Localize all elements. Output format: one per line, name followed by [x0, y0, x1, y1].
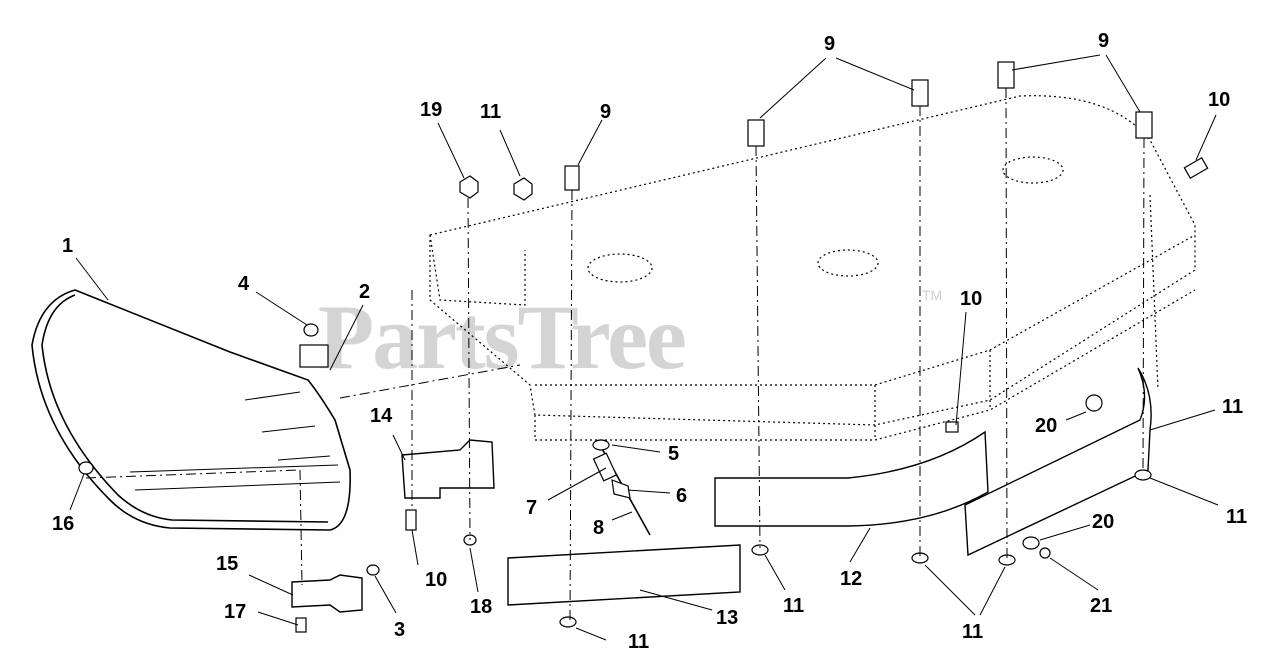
callout-3: 3 — [394, 619, 405, 641]
callout-7: 7 — [526, 497, 537, 519]
bracket-16 — [291, 574, 363, 613]
leader-lines — [69, 54, 1219, 641]
callout-21: 20 — [1092, 511, 1114, 533]
watermark-trademark: TM — [922, 287, 942, 303]
watermark-text: PartsTree — [318, 286, 685, 388]
baffle-14 — [507, 544, 741, 606]
callout-20-b: 20 — [1035, 415, 1057, 437]
callout-13: 12 — [840, 568, 862, 590]
callout-1: 1 — [62, 235, 73, 257]
bushing-5 — [592, 439, 610, 451]
rod-assembly — [592, 439, 651, 536]
callout-9-a: 9 — [600, 101, 611, 123]
callout-11-b: 11 — [783, 595, 804, 617]
assembly-lines — [85, 87, 1145, 621]
callout-9-c: 9 — [1098, 30, 1109, 52]
callout-17: 16 — [52, 513, 74, 535]
callout-10-b: 10 — [960, 288, 982, 310]
callout-5: 5 — [668, 443, 679, 465]
mower-deck — [429, 95, 1196, 441]
callout-9-b: 9 — [824, 33, 835, 55]
watermark: PartsTree TM — [318, 286, 942, 388]
callout-11-e: 11 — [1226, 506, 1247, 528]
spring-6 — [611, 479, 631, 499]
callout-6: 6 — [676, 485, 687, 507]
callout-20-a: 19 — [420, 99, 442, 121]
hinge-bracket — [299, 344, 329, 368]
callout-19: 18 — [470, 596, 492, 618]
callouts: 1 2 3 4 5 6 7 8 9 9 9 10 10 10 11 11 11 … — [52, 30, 1247, 653]
callout-15: 14 — [370, 405, 393, 427]
baffle-13 — [714, 430, 989, 527]
baffle-12 — [964, 367, 1152, 557]
callout-10-a: 10 — [1208, 89, 1230, 111]
hardware — [78, 61, 1209, 633]
callout-12: 11 — [1222, 396, 1243, 418]
callout-2: 2 — [359, 281, 370, 303]
callout-11-c: 11 — [628, 631, 649, 653]
callout-16: 15 — [216, 553, 238, 575]
callout-10-c: 10 — [425, 569, 447, 591]
spacer-7 — [592, 452, 618, 482]
bracket-15 — [401, 439, 495, 499]
callout-18: 17 — [224, 601, 246, 623]
callout-4: 4 — [238, 273, 250, 295]
callout-22: 21 — [1090, 595, 1112, 617]
callout-11-a: 11 — [480, 101, 501, 123]
callout-11-d: 11 — [962, 621, 983, 643]
callout-8: 8 — [593, 517, 604, 539]
discharge-chute — [31, 289, 351, 531]
callout-14: 13 — [716, 607, 738, 629]
